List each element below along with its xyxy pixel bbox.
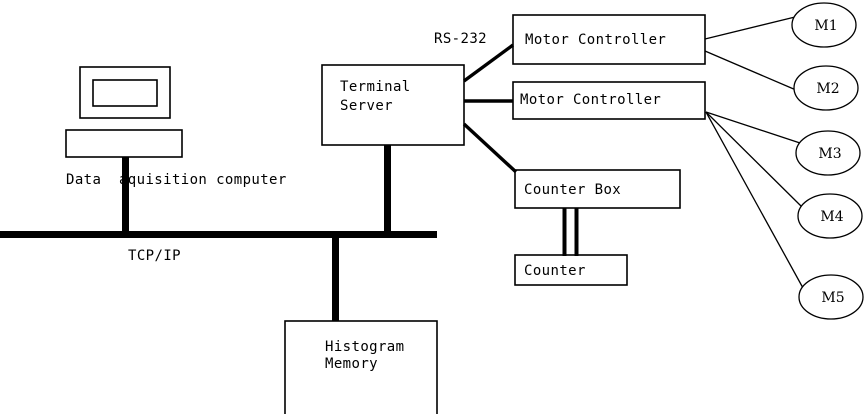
motor-m4-ellipse <box>797 193 863 239</box>
motor-m3-label: M3 <box>818 146 842 162</box>
motor-controller-2-label: Motor Controller <box>520 92 662 108</box>
terminal-server-box <box>321 64 465 146</box>
counter-box <box>514 254 628 286</box>
motor-controller-1-label: Motor Controller <box>525 32 667 48</box>
histogram-memory-label-line1: Histogram <box>325 339 405 355</box>
crt-monitor-screen <box>92 79 158 107</box>
link-terminal-server-to-motor-controller-1 <box>462 43 515 83</box>
link-motor-controller-2-to-m5 <box>705 111 804 289</box>
motor-m1-label: M1 <box>814 18 838 34</box>
counter-box-label: Counter Box <box>524 182 622 198</box>
link-motor-controller-1-to-m1 <box>704 16 796 40</box>
terminal-server-label-line1: Terminal <box>340 79 411 95</box>
tcpip-link-label: TCP/IP <box>128 248 181 264</box>
rs232-link-label: RS-232 <box>434 31 487 47</box>
terminal-server-label-line2: Server <box>340 98 393 114</box>
link-motor-controller-2-to-m4 <box>705 111 803 208</box>
motor-m2-ellipse <box>793 65 859 111</box>
motor-m3-ellipse <box>795 130 861 176</box>
link-motor-controller-2-to-m3 <box>705 111 801 144</box>
link-motor-controller-1-to-m2 <box>704 50 797 91</box>
histogram-memory-label-line2: Memory <box>325 356 378 372</box>
counter-label: Counter <box>524 263 586 279</box>
motor-m5-label: M5 <box>821 290 845 306</box>
motor-m4-label: M4 <box>820 209 844 225</box>
counter-box-box <box>514 169 681 209</box>
histogram-memory-box <box>284 320 438 414</box>
keyboard-base-outline <box>65 129 183 158</box>
motor-m2-label: M2 <box>816 81 840 97</box>
motor-m5-ellipse <box>798 274 864 320</box>
data-acquisition-computer-label: Data aquisition computer <box>66 172 287 188</box>
motor-controller-1-box <box>512 14 706 65</box>
link-terminal-server-to-counter-box <box>462 122 518 174</box>
motor-m1-ellipse <box>791 2 857 48</box>
